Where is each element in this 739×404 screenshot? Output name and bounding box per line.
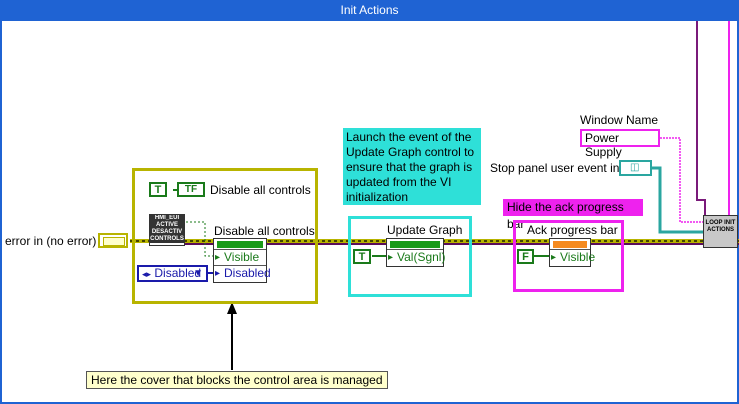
update-graph-label: Update Graph <box>387 223 463 237</box>
enum-value: Disabled <box>154 266 202 280</box>
disabled-enum-constant[interactable]: ◂▸ Disabled ▼ <box>137 265 208 282</box>
window-name-label: Window Name <box>580 113 659 127</box>
top-reference-wire <box>696 21 706 215</box>
window-title-bar: Init Actions <box>0 0 739 21</box>
ack-progress-label: Ack progress bar <box>527 223 618 237</box>
disable-bool-label: Disable all controls <box>210 183 311 197</box>
val-sgnl-property[interactable]: Val(Sgnl) <box>387 249 445 265</box>
dropdown-arrow-icon: ▼ <box>193 268 203 279</box>
ack-visible-property[interactable]: Visible <box>550 249 595 265</box>
stop-panel-label: Stop panel user event in <box>490 161 620 175</box>
window-title: Init Actions <box>340 3 399 17</box>
stop-panel-wire <box>652 166 703 234</box>
window-name-wire <box>660 137 703 223</box>
disabled-property[interactable]: Disabled <box>214 265 271 281</box>
ack-property-node[interactable]: Visible <box>549 238 595 267</box>
enum-arrows-icon: ◂▸ <box>142 269 152 279</box>
note-pointer-arrow <box>227 302 237 314</box>
disable-node-label: Disable all controls <box>214 224 315 238</box>
ack-bool-constant[interactable]: F <box>517 249 534 264</box>
disable-controls-structure <box>132 168 318 304</box>
ack-comment: Hide the ack progress bar <box>503 199 643 231</box>
update-graph-property-node[interactable]: Val(Sgnl) <box>386 238 445 267</box>
update-graph-structure <box>348 216 472 297</box>
hmi-subvi-icon-text: HMI_EUI ACTIVE DESACTIV CONTROLS <box>150 215 184 243</box>
bool-control-icon-text: TF <box>184 184 198 195</box>
update-graph-comment: Launch the event of the Update Graph con… <box>343 128 481 205</box>
cover-note: Here the cover that blocks the control a… <box>86 371 388 389</box>
error-in-label: error in (no error) <box>5 234 97 248</box>
hmi-wire <box>186 221 214 257</box>
bool-control-icon[interactable]: TF <box>177 182 205 197</box>
update-bool-constant[interactable]: T <box>353 249 371 264</box>
ack-structure <box>513 220 624 292</box>
window-name-constant[interactable]: Power Supply <box>580 129 660 159</box>
visible-property[interactable]: Visible <box>214 249 266 265</box>
hmi-subvi-icon[interactable]: HMI_EUI ACTIVE DESACTIV CONTROLS <box>149 214 185 246</box>
loop-init-actions-subvi[interactable]: LOOP INIT ACTIONS <box>703 215 738 248</box>
event-refnum-icon: ◫ <box>630 162 640 173</box>
disable-property-node[interactable]: Visible Disabled <box>213 238 271 283</box>
error-in-terminal[interactable] <box>98 233 128 248</box>
disable-bool-constant[interactable]: T <box>149 182 167 197</box>
stop-panel-terminal[interactable]: ◫ <box>619 160 652 176</box>
